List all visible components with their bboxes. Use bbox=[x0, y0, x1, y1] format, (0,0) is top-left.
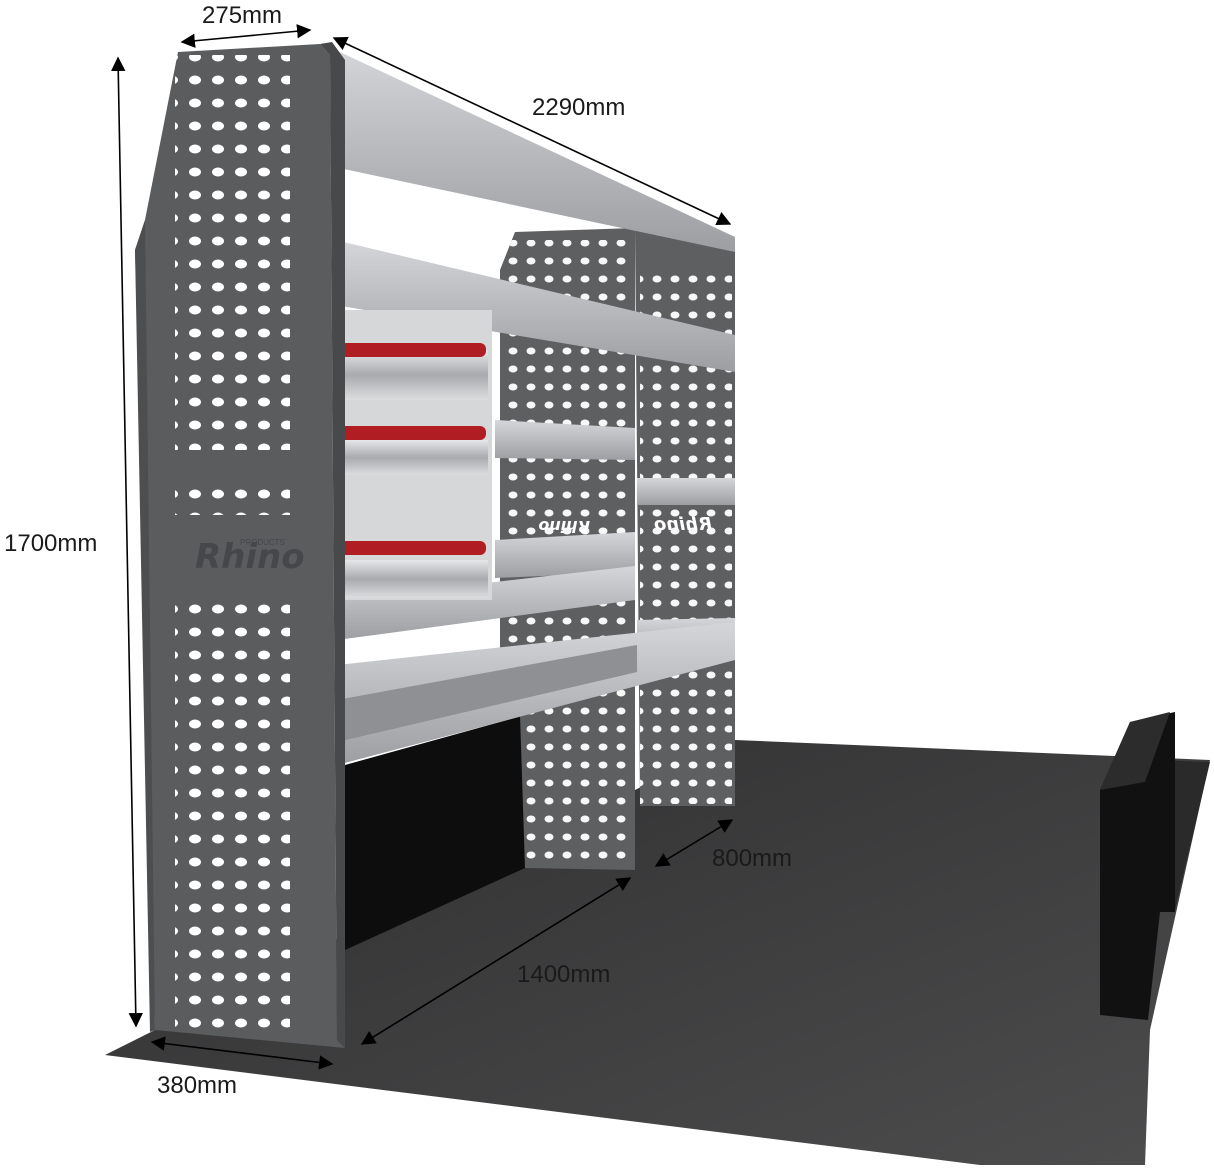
front-panel-edge bbox=[320, 42, 345, 1048]
height-label: 1700mm bbox=[4, 530, 98, 557]
wheel-arch bbox=[1100, 712, 1175, 1020]
van-floor bbox=[105, 740, 1210, 1165]
logo-small-front: PRODUCTS bbox=[240, 538, 285, 547]
shelf-2 bbox=[335, 240, 735, 372]
bay-width-label: 800mm bbox=[712, 845, 793, 872]
bottom-shelf-lip bbox=[337, 645, 637, 742]
shelf-5 bbox=[337, 566, 635, 640]
front-panel-holes-mid bbox=[175, 480, 290, 515]
rhino-logo-center: Rhino bbox=[538, 517, 590, 536]
drawer-3 bbox=[340, 560, 488, 598]
logo-word-center: Rhino bbox=[538, 517, 590, 536]
front-panel-holes-bottom bbox=[175, 595, 290, 1040]
shelf-4 bbox=[495, 532, 635, 578]
drawer-1 bbox=[340, 350, 488, 400]
drawer-2-handle bbox=[340, 426, 486, 440]
drawer-1-handle bbox=[340, 343, 486, 357]
floor-span-label: 1400mm bbox=[517, 961, 611, 988]
top-depth-arrow bbox=[180, 24, 312, 48]
rhino-logo-front: Rhino PRODUCTS bbox=[195, 537, 305, 577]
front-panel-holes-top bbox=[175, 55, 290, 450]
base-depth-arrow bbox=[150, 1036, 334, 1070]
top-depth-label: 275mm bbox=[202, 2, 283, 29]
drawer-2 bbox=[340, 440, 488, 475]
rhino-logo-right: Rhino bbox=[654, 514, 712, 535]
height-arrow bbox=[111, 56, 143, 1028]
wheel-arch-top bbox=[1100, 712, 1170, 790]
bay-width-arrow bbox=[654, 819, 734, 867]
length-arrow bbox=[332, 36, 732, 226]
logo-word-right: Rhino bbox=[654, 514, 712, 535]
shelf-3b bbox=[637, 478, 735, 505]
logo-word-front: Rhino bbox=[195, 537, 305, 577]
base-depth-label: 380mm bbox=[157, 1072, 238, 1099]
floor-span-arrow bbox=[360, 877, 632, 1045]
shelf-3 bbox=[495, 420, 635, 460]
drawer-3-handle bbox=[340, 541, 486, 555]
length-label: 2290mm bbox=[532, 94, 626, 121]
top-shelf bbox=[325, 45, 735, 252]
